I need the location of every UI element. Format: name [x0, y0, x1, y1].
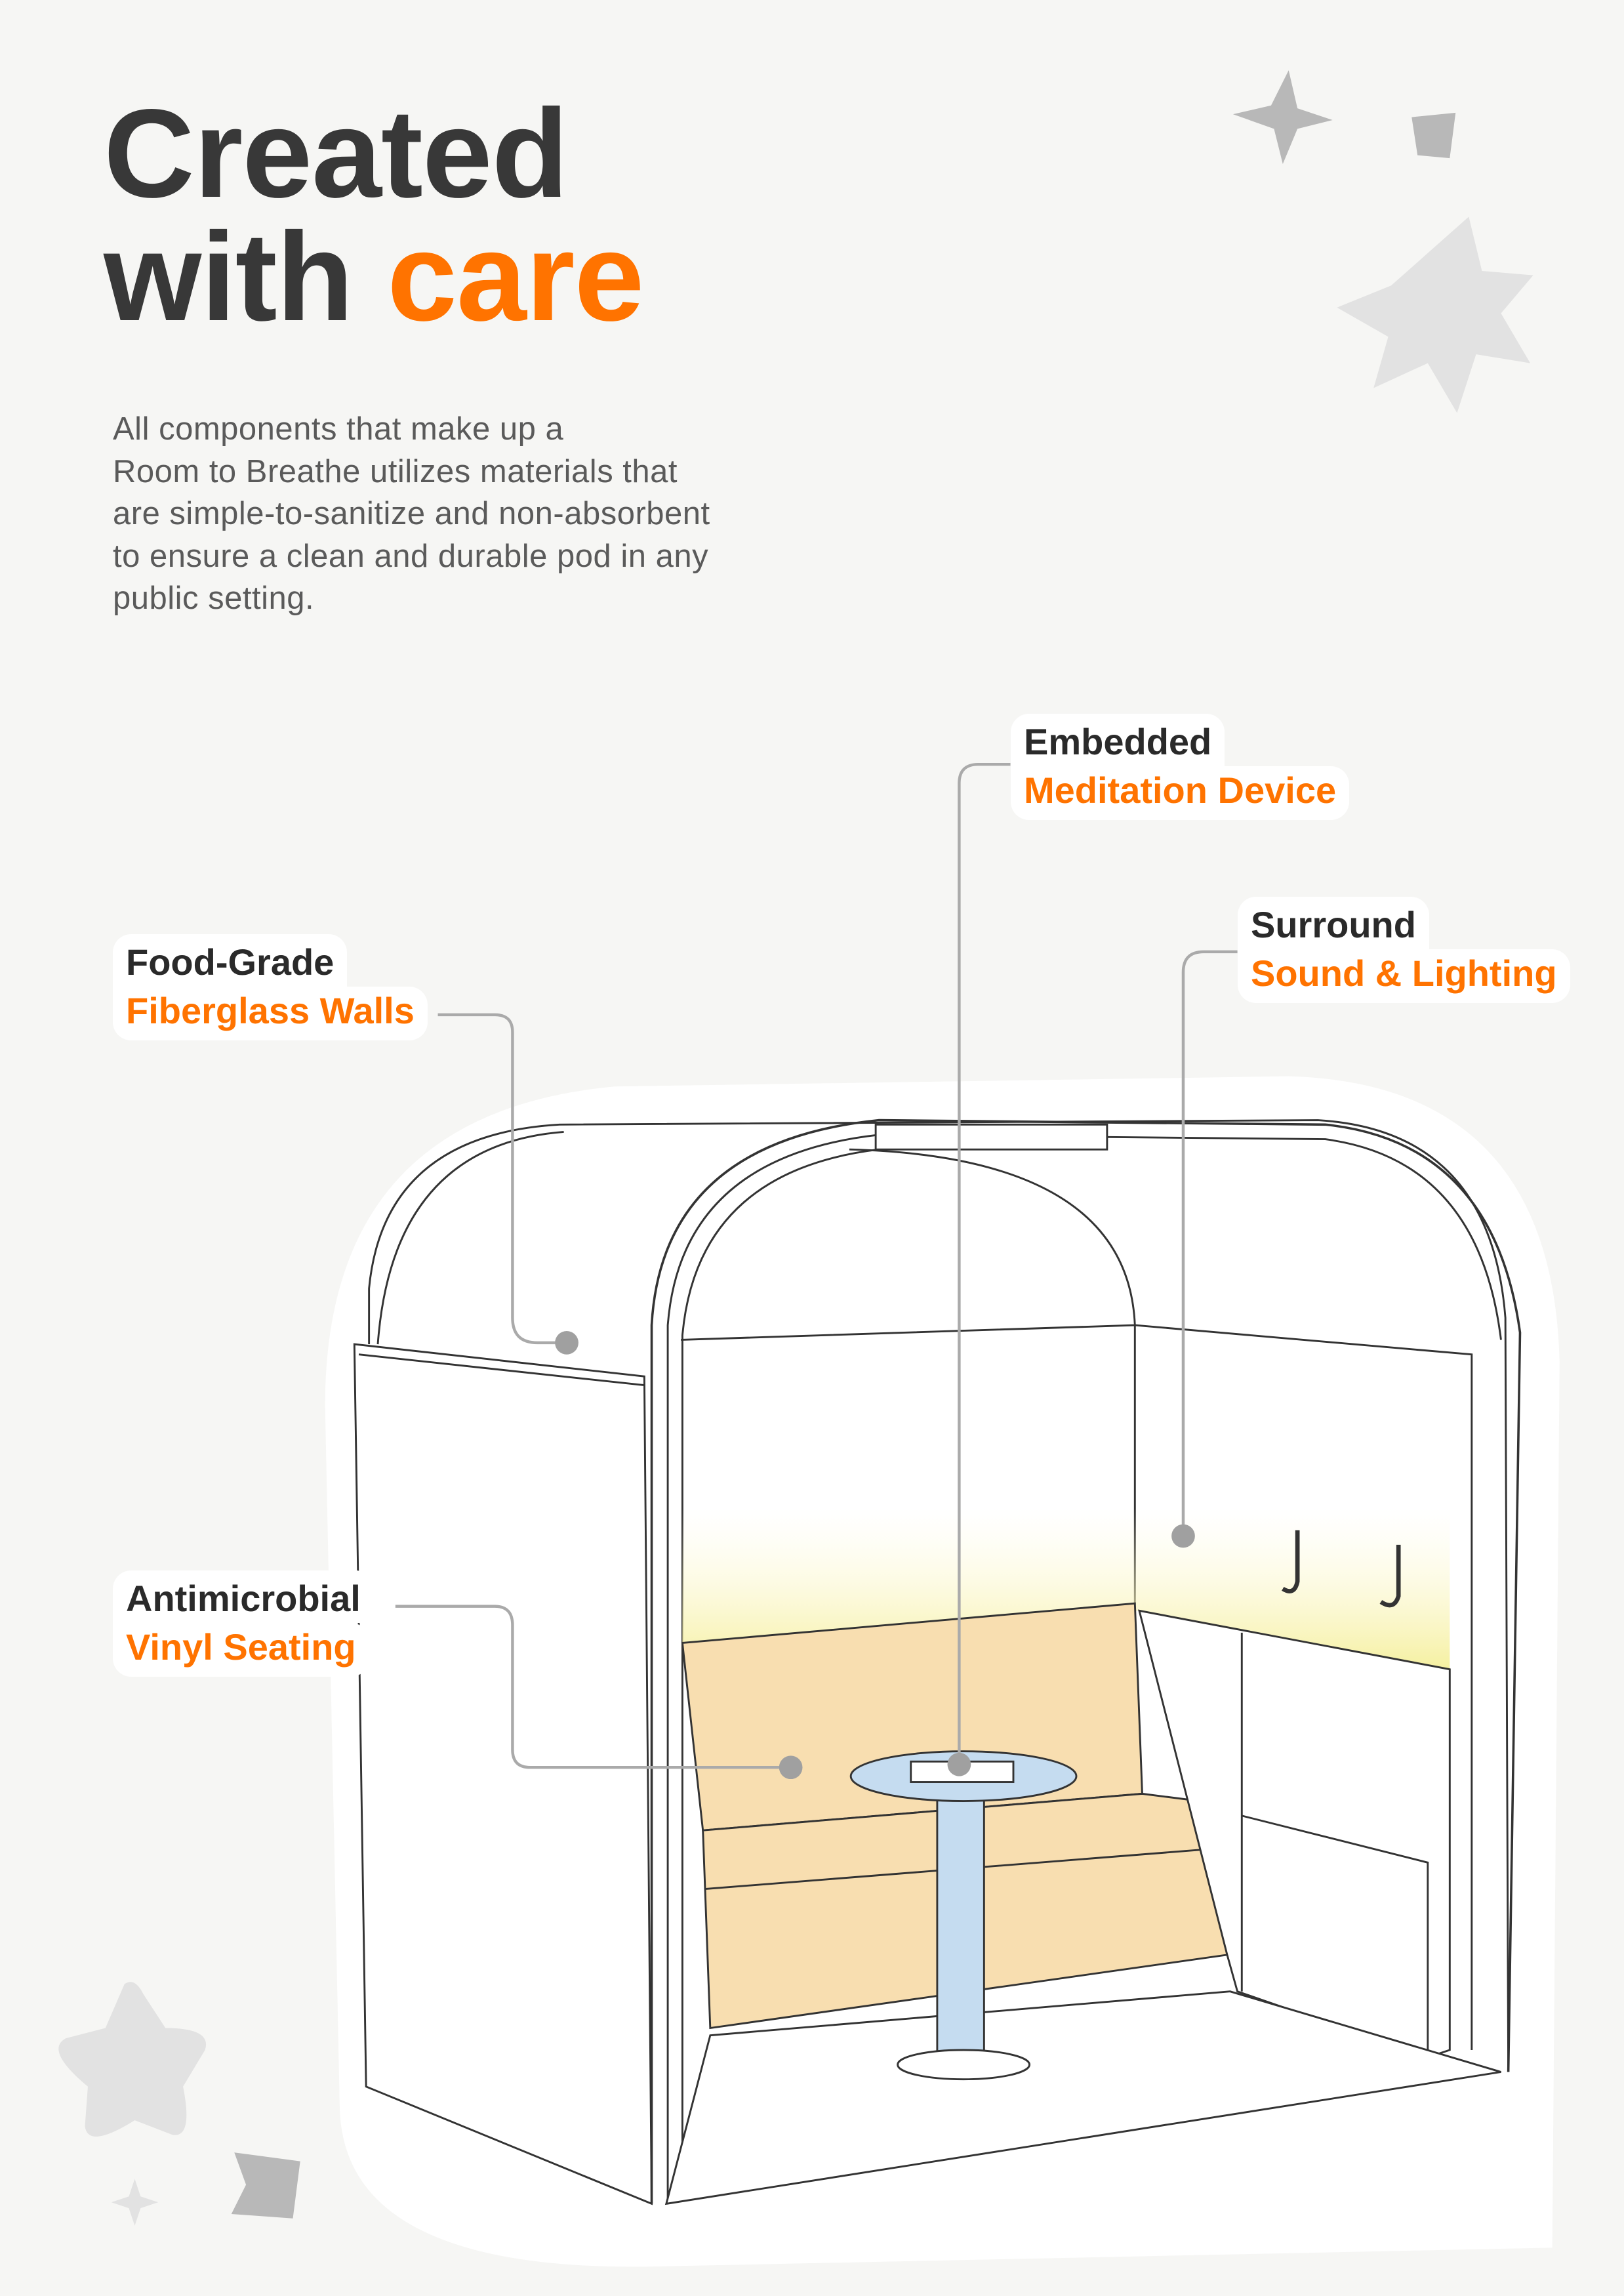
callout-heading: Food-Grade [113, 934, 348, 987]
star-icon [58, 1982, 207, 2137]
intro-line: All components that make up a [113, 411, 564, 447]
coat-hook-icon [1282, 1530, 1300, 1593]
callout-subheading: Meditation Device [1011, 766, 1350, 820]
callout-subheading: Fiberglass Walls [113, 987, 428, 1040]
star-icon [1411, 112, 1456, 159]
intro-paragraph: All components that make up a Room to Br… [113, 408, 900, 620]
star-icon [1337, 216, 1533, 413]
star-icon [231, 2152, 300, 2219]
callout-meditation-device: Embedded Meditation Device [1011, 714, 1350, 820]
coat-hook-icon [1379, 1544, 1401, 1608]
star-icon [111, 2179, 159, 2226]
callout-subheading: Sound & Lighting [1238, 949, 1570, 1003]
callout-dot [947, 1752, 971, 1776]
callout-dot [555, 1331, 579, 1355]
intro-line: public setting. [113, 581, 315, 616]
callout-dot [1171, 1524, 1195, 1548]
intro-line: are simple-to-sanitize and non-absorbent [113, 496, 710, 531]
title-line-1: Created [104, 83, 569, 224]
page-title: Created with care [104, 91, 644, 340]
star-icon [1232, 70, 1333, 165]
title-accent: care [387, 206, 644, 347]
callout-vinyl-seating: Antimicrobial Vinyl Seating [113, 1570, 374, 1677]
title-line-2: with [104, 206, 388, 347]
callout-sound-lighting: Surround Sound & Lighting [1238, 897, 1570, 1003]
intro-line: to ensure a clean and durable pod in any [113, 538, 709, 574]
callout-heading: Embedded [1011, 714, 1225, 766]
callout-heading: Antimicrobial [113, 1570, 374, 1623]
callout-subheading: Vinyl Seating [113, 1623, 369, 1677]
callout-fiberglass-walls: Food-Grade Fiberglass Walls [113, 934, 428, 1040]
intro-line: Room to Breathe utilizes materials that [113, 453, 678, 489]
callout-dot [779, 1755, 803, 1780]
callout-heading: Surround [1238, 897, 1429, 949]
